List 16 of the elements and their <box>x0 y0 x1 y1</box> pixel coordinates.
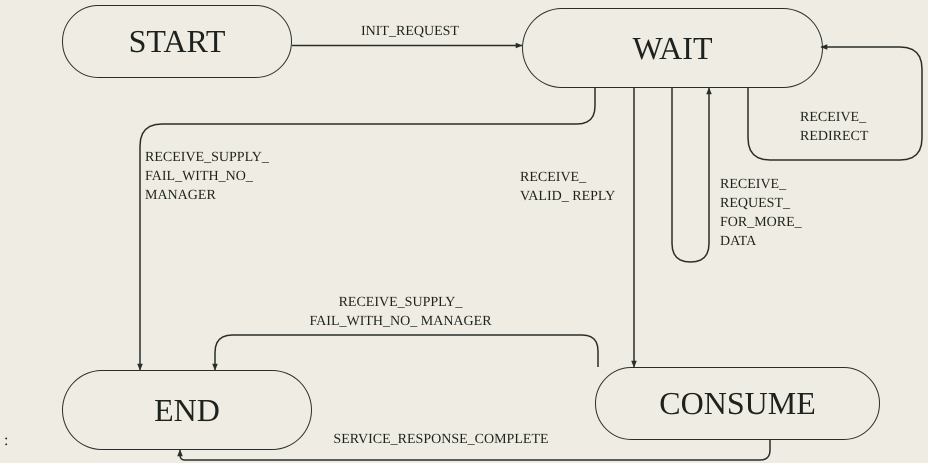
state-name: END <box>154 392 220 428</box>
state-box <box>595 367 880 440</box>
state-box <box>62 5 292 78</box>
transition-arrow <box>631 88 637 368</box>
transition-arrow <box>137 88 596 371</box>
transition-arrow <box>671 87 712 263</box>
state-name: START <box>128 23 226 60</box>
note-text: : <box>4 432 8 450</box>
transition-arrow <box>212 334 599 371</box>
transition-arrow <box>747 44 923 161</box>
state-box <box>522 8 823 88</box>
transition-arrow <box>177 440 771 461</box>
state-name: WAIT <box>632 30 712 66</box>
state-name: CONSUME <box>659 385 816 422</box>
state-box <box>62 370 312 450</box>
transition-arrow <box>292 42 523 48</box>
